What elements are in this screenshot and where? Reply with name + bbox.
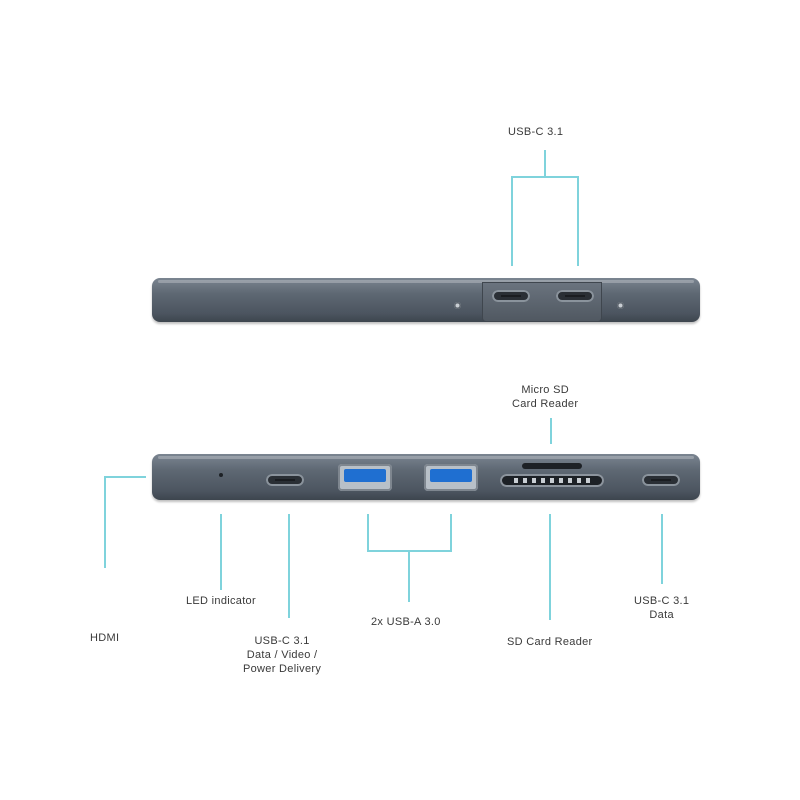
screw-icon — [617, 302, 624, 309]
sd-label: SD Card Reader — [507, 636, 593, 648]
top-usbc-callout-right — [577, 176, 579, 266]
usbc-port-panel — [482, 282, 602, 322]
usbc-port-top-left — [492, 290, 530, 302]
usba-tongue — [430, 469, 472, 482]
usbc-data-label-line2: Data — [649, 609, 674, 621]
usbc-pd-label-line2: Data / Video / — [246, 649, 318, 661]
led-indicator — [219, 473, 223, 477]
usbc-data-label-line1: USB-C 3.1 — [634, 595, 690, 607]
hub-front-view — [152, 454, 700, 500]
usbc-pd-port — [266, 474, 304, 486]
micro-sd-slot — [522, 463, 582, 469]
micro-sd-callout — [550, 418, 552, 444]
hdmi-label: HDMI — [90, 632, 120, 644]
sd-card-slot — [500, 474, 604, 487]
usbc-pd-label-line3: Power Delivery — [243, 663, 322, 675]
usba-callout-stem — [408, 550, 410, 602]
device-edge-highlight — [158, 280, 694, 283]
usbc-data-port — [642, 474, 680, 486]
top-usbc-callout-left — [511, 176, 513, 266]
micro-sd-label-line2: Card Reader — [512, 398, 579, 410]
usba-tongue — [344, 469, 386, 482]
screw-icon — [454, 302, 461, 309]
micro-sd-label-line1: Micro SD — [521, 384, 569, 396]
device-edge-highlight — [158, 456, 694, 459]
usba-callout-left — [367, 514, 369, 552]
top-usbc-label: USB-C 3.1 — [508, 126, 564, 138]
usbc-pd-label: USB-C 3.1 Data / Video / Power Delivery — [243, 634, 321, 676]
usbc-port-top-right — [556, 290, 594, 302]
top-usbc-callout-bar — [511, 176, 579, 178]
micro-sd-label: Micro SD Card Reader — [512, 383, 578, 411]
usba-callout-right — [450, 514, 452, 552]
hub-back-view — [152, 278, 700, 322]
usbc-pd-label-line1: USB-C 3.1 — [254, 635, 310, 647]
usba-label: 2x USB-A 3.0 — [371, 616, 441, 628]
sd-pins — [514, 478, 590, 483]
usba-port-1 — [338, 464, 392, 491]
hdmi-callout-horizontal — [104, 476, 146, 478]
top-usbc-callout-stem — [544, 150, 546, 178]
usbc-data-callout — [661, 514, 663, 584]
led-callout — [220, 514, 222, 590]
hdmi-callout-vertical — [104, 476, 106, 568]
sd-callout — [549, 514, 551, 620]
usba-port-2 — [424, 464, 478, 491]
usbc-data-label: USB-C 3.1 Data — [634, 594, 689, 622]
usbc-pd-callout — [288, 514, 290, 618]
led-label: LED indicator — [186, 595, 256, 607]
